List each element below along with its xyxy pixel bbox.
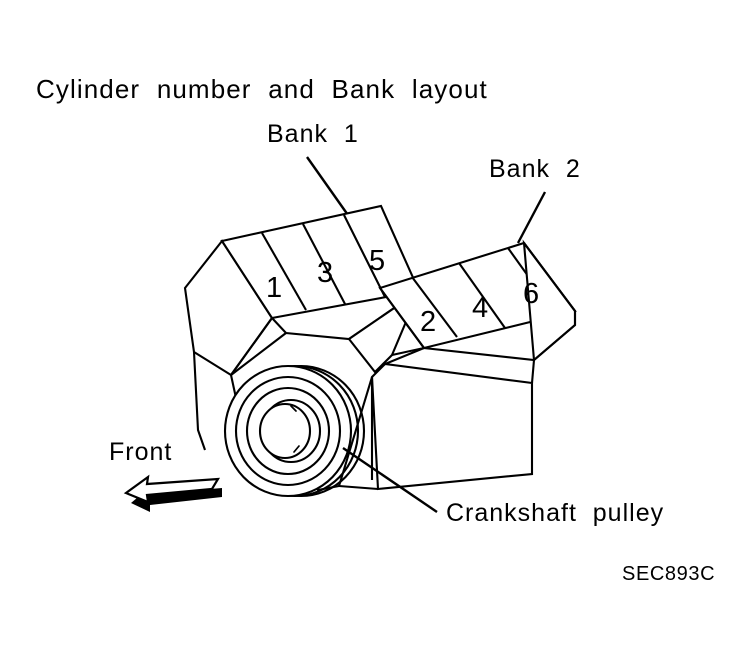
bank-1-front-corner bbox=[230, 317, 273, 376]
front-label: Front bbox=[109, 438, 172, 466]
cylinder-number-4: 4 bbox=[472, 292, 488, 324]
cylinder-number-2: 2 bbox=[420, 306, 436, 338]
bank-1-label: Bank 1 bbox=[267, 120, 359, 148]
block-front-face bbox=[370, 362, 534, 491]
block-valley-join bbox=[391, 346, 425, 357]
front-arrow-body bbox=[123, 474, 221, 504]
pulley-hub-bore bbox=[258, 402, 312, 460]
front-arrow-shadow bbox=[131, 487, 222, 512]
bank-1-divider-2 bbox=[302, 223, 346, 305]
block-chamfer-right bbox=[530, 359, 536, 384]
cylinder-number-6: 6 bbox=[523, 278, 539, 310]
bank-2-leader-line bbox=[516, 191, 547, 244]
pulley-ring-3 bbox=[245, 386, 331, 476]
left-arrow-3d-icon bbox=[123, 474, 222, 512]
block-top-surface bbox=[379, 242, 577, 362]
page-title: Cylinder number and Bank layout bbox=[36, 74, 488, 104]
bank-2-divider-2 bbox=[458, 262, 506, 329]
cylinder-number-3: 3 bbox=[317, 257, 333, 289]
bank-2-label: Bank 2 bbox=[489, 155, 581, 183]
bank-1-skirt-edge bbox=[230, 332, 287, 376]
crankshaft-pulley-leader-line bbox=[342, 447, 438, 513]
block-left-wall bbox=[192, 351, 206, 451]
bank-1-divider-3 bbox=[343, 214, 386, 298]
cylinder-number-5: 5 bbox=[369, 245, 385, 277]
crankshaft-pulley-icon bbox=[223, 364, 366, 498]
crankshaft-pulley-label: Crankshaft pulley bbox=[446, 499, 664, 527]
engine-block-assembly bbox=[183, 204, 577, 498]
block-chamfer-left bbox=[374, 347, 425, 373]
reference-code: SEC893C bbox=[622, 563, 715, 585]
block-left-edge bbox=[337, 376, 374, 487]
block-bottom-left bbox=[338, 484, 379, 491]
cylinder-number-1: 1 bbox=[266, 272, 282, 304]
bank-2-divider-1 bbox=[411, 276, 458, 338]
pulley-hub-detail bbox=[290, 405, 300, 453]
pulley-ring-2 bbox=[234, 375, 342, 487]
bank-1-divider-1 bbox=[261, 232, 307, 311]
